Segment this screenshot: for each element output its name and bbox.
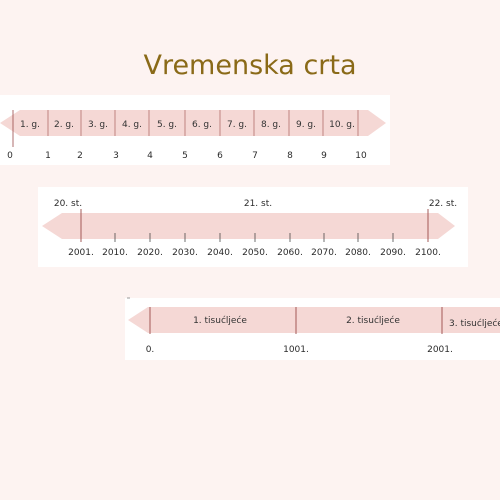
tick-label-2100: 2100. <box>415 248 441 258</box>
segment-label-1st-millennium: 1. tisućljeće <box>193 315 247 326</box>
tick-label-2070: 2070. <box>311 248 337 258</box>
timeline-years: 1. g. 2. g. 3. g. 4. g. 5. g. 6. g. 7. g… <box>0 95 390 165</box>
timeline-millennia-dividers <box>149 307 443 334</box>
segment-label-7: 7. g. <box>227 120 247 130</box>
tick-label-2080: 2080. <box>345 248 371 258</box>
timeline-millennia-bar <box>128 307 500 333</box>
century-label-21: 21. st. <box>244 199 272 209</box>
timeline-millennia-tick-labels: 0. 1001. 2001. <box>146 345 453 355</box>
tick-label-2001: 2001. <box>68 248 94 258</box>
segment-label-9: 9. g. <box>296 120 316 130</box>
timeline-century: 20. st. 21. st. 22. st. 2001. 2010. 2020… <box>38 187 468 267</box>
segment-label-8: 8. g. <box>261 120 281 130</box>
tick-label-3: 3 <box>113 151 119 161</box>
timeline-millennia-segment-labels: 1. tisućljeće 2. tisućljeće 3. tisućljeć… <box>193 315 500 329</box>
timeline-years-svg: 1. g. 2. g. 3. g. 4. g. 5. g. 6. g. 7. g… <box>0 110 386 161</box>
tick-label-2060: 2060. <box>277 248 303 258</box>
timeline-century-bar <box>42 213 455 239</box>
timeline-millennia-svg: 1. tisućljeće 2. tisućljeće 3. tisućljeć… <box>127 297 500 355</box>
tick-label-10: 10 <box>355 151 367 161</box>
segment-label-2nd-millennium: 2. tisućljeće <box>346 315 400 326</box>
segment-label-2: 2. g. <box>54 120 74 130</box>
timeline-century-svg: 20. st. 21. st. 22. st. 2001. 2010. 2020… <box>42 199 457 258</box>
tick-label-2: 2 <box>77 151 83 161</box>
tick-label-9: 9 <box>321 151 327 161</box>
timeline-century-ticks-marks <box>80 209 429 242</box>
segment-label-5: 5. g. <box>157 120 177 130</box>
page-title: Vremenska crta <box>143 50 357 81</box>
century-label-22: 22. st. <box>429 199 457 209</box>
segment-label-3: 3. g. <box>88 120 108 130</box>
segment-label-1: 1. g. <box>20 120 40 130</box>
tick-label-1001: 1001. <box>283 345 309 355</box>
segment-label-6: 6. g. <box>192 120 212 130</box>
tick-label-2010: 2010. <box>102 248 128 258</box>
segment-label-3rd-millennium: 3. tisućljeće <box>449 318 500 329</box>
tick-label-1: 1 <box>45 151 51 161</box>
tick-label-2030: 2030. <box>172 248 198 258</box>
tick-label-7: 7 <box>252 151 258 161</box>
tick-label-2001: 2001. <box>427 345 453 355</box>
tick-label-0: 0 <box>7 151 13 161</box>
tick-label-5: 5 <box>182 151 188 161</box>
tick-label-2090: 2090. <box>380 248 406 258</box>
timeline-years-dividers <box>12 110 359 147</box>
tick-label-2020: 2020. <box>137 248 163 258</box>
timeline-years-bar <box>0 110 386 136</box>
segment-label-4: 4. g. <box>122 120 142 130</box>
timeline-years-segment-labels: 1. g. 2. g. 3. g. 4. g. 5. g. 6. g. 7. g… <box>20 120 355 130</box>
tick-label-2050: 2050. <box>242 248 268 258</box>
timeline-years-ticks: 0 1 2 3 4 5 6 7 8 9 10 <box>7 151 367 161</box>
timeline-millennia: 1. tisućljeće 2. tisućljeće 3. tisućljeć… <box>125 297 500 360</box>
century-label-20: 20. st. <box>54 199 82 209</box>
tick-label-0: 0. <box>146 345 155 355</box>
tick-label-2040: 2040. <box>207 248 233 258</box>
timeline-century-century-labels: 20. st. 21. st. 22. st. <box>54 199 457 209</box>
tick-label-8: 8 <box>287 151 293 161</box>
segment-label-10: 10. g. <box>329 120 355 130</box>
tick-label-6: 6 <box>217 151 223 161</box>
timeline-century-tick-labels: 2001. 2010. 2020. 2030. 2040. 2050. 2060… <box>68 248 441 258</box>
tick-label-4: 4 <box>147 151 153 161</box>
